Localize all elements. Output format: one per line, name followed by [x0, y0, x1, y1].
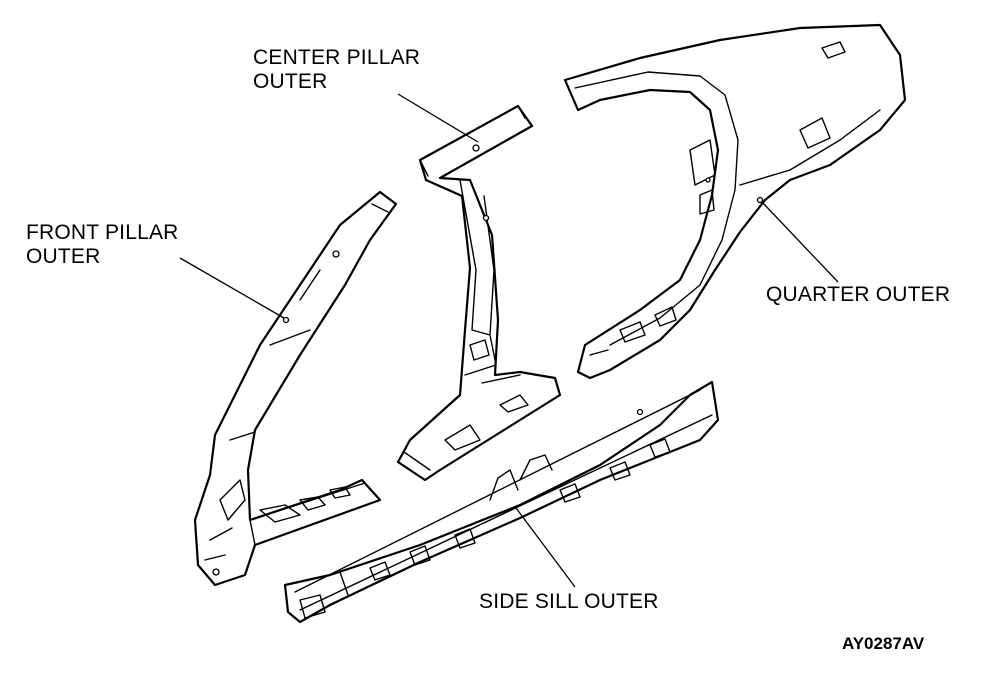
leader-quarter [761, 201, 839, 283]
center-pillar-label-line-2: OUTER [253, 70, 328, 93]
quarter-outer-label: QUARTER OUTER [766, 283, 951, 306]
center-pillar-outer-part [396, 104, 562, 482]
front-pillar-outer-part [193, 190, 398, 587]
side-sill-outer-part [283, 380, 720, 624]
front-pillar-label-line-2: OUTER [26, 245, 101, 268]
front-pillar-outer-label: FRONT PILLAR OUTER [26, 221, 179, 269]
leader-center-pillar [397, 93, 479, 143]
quarter-outer-part [563, 23, 907, 380]
center-pillar-outer-label: CENTER PILLAR OUTER [253, 46, 420, 94]
front-pillar-label-line-1: FRONT PILLAR [26, 221, 179, 244]
side-sill-outer-label: SIDE SILL OUTER [479, 590, 659, 613]
leader-side-sill [515, 507, 576, 588]
leader-front-pillar [179, 257, 285, 319]
figure-code: AY0287AV [842, 634, 925, 653]
center-pillar-label-line-1: CENTER PILLAR [253, 46, 421, 69]
